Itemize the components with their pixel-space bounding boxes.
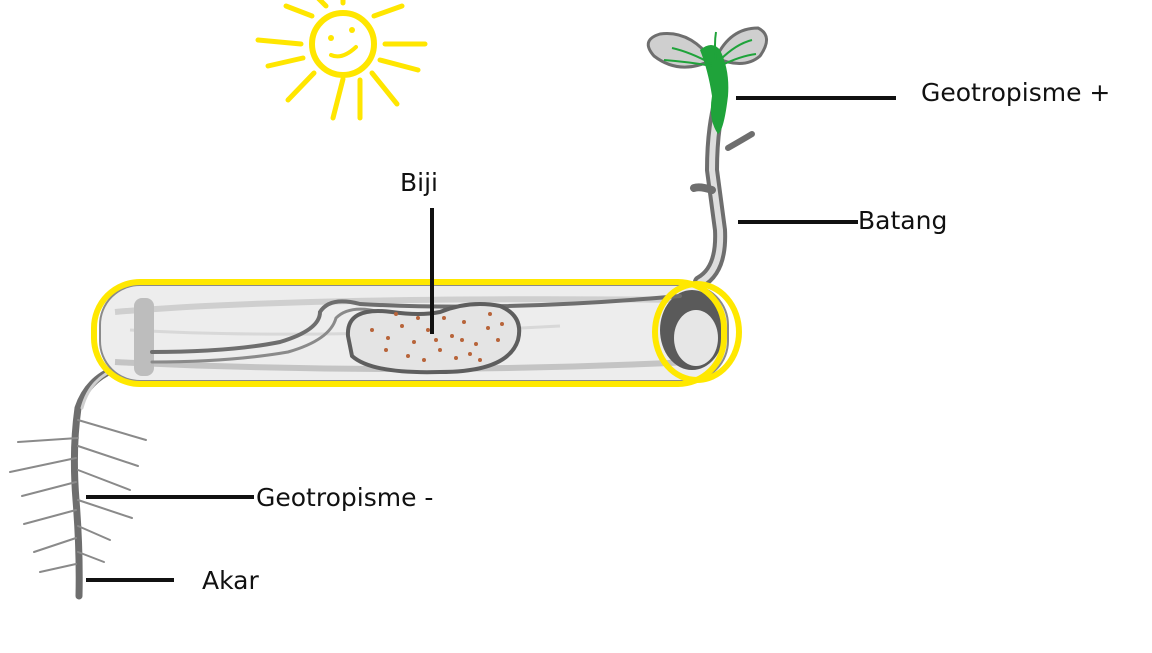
label-geotropism-negative: Geotropisme -	[256, 483, 434, 512]
seed-texture	[370, 312, 504, 362]
leader-lines	[86, 96, 896, 582]
tube-highlight	[91, 279, 742, 387]
label-stem: Batang	[858, 206, 948, 235]
label-geotropism-positive: Geotropisme +	[921, 78, 1111, 107]
seed	[345, 302, 522, 375]
sun-icon	[255, 0, 428, 121]
leaves	[646, 26, 768, 134]
inner-shoot	[150, 294, 682, 364]
label-seed: Biji	[400, 168, 438, 197]
label-root: Akar	[202, 566, 259, 595]
stem	[690, 93, 755, 289]
root-system	[9, 364, 147, 600]
